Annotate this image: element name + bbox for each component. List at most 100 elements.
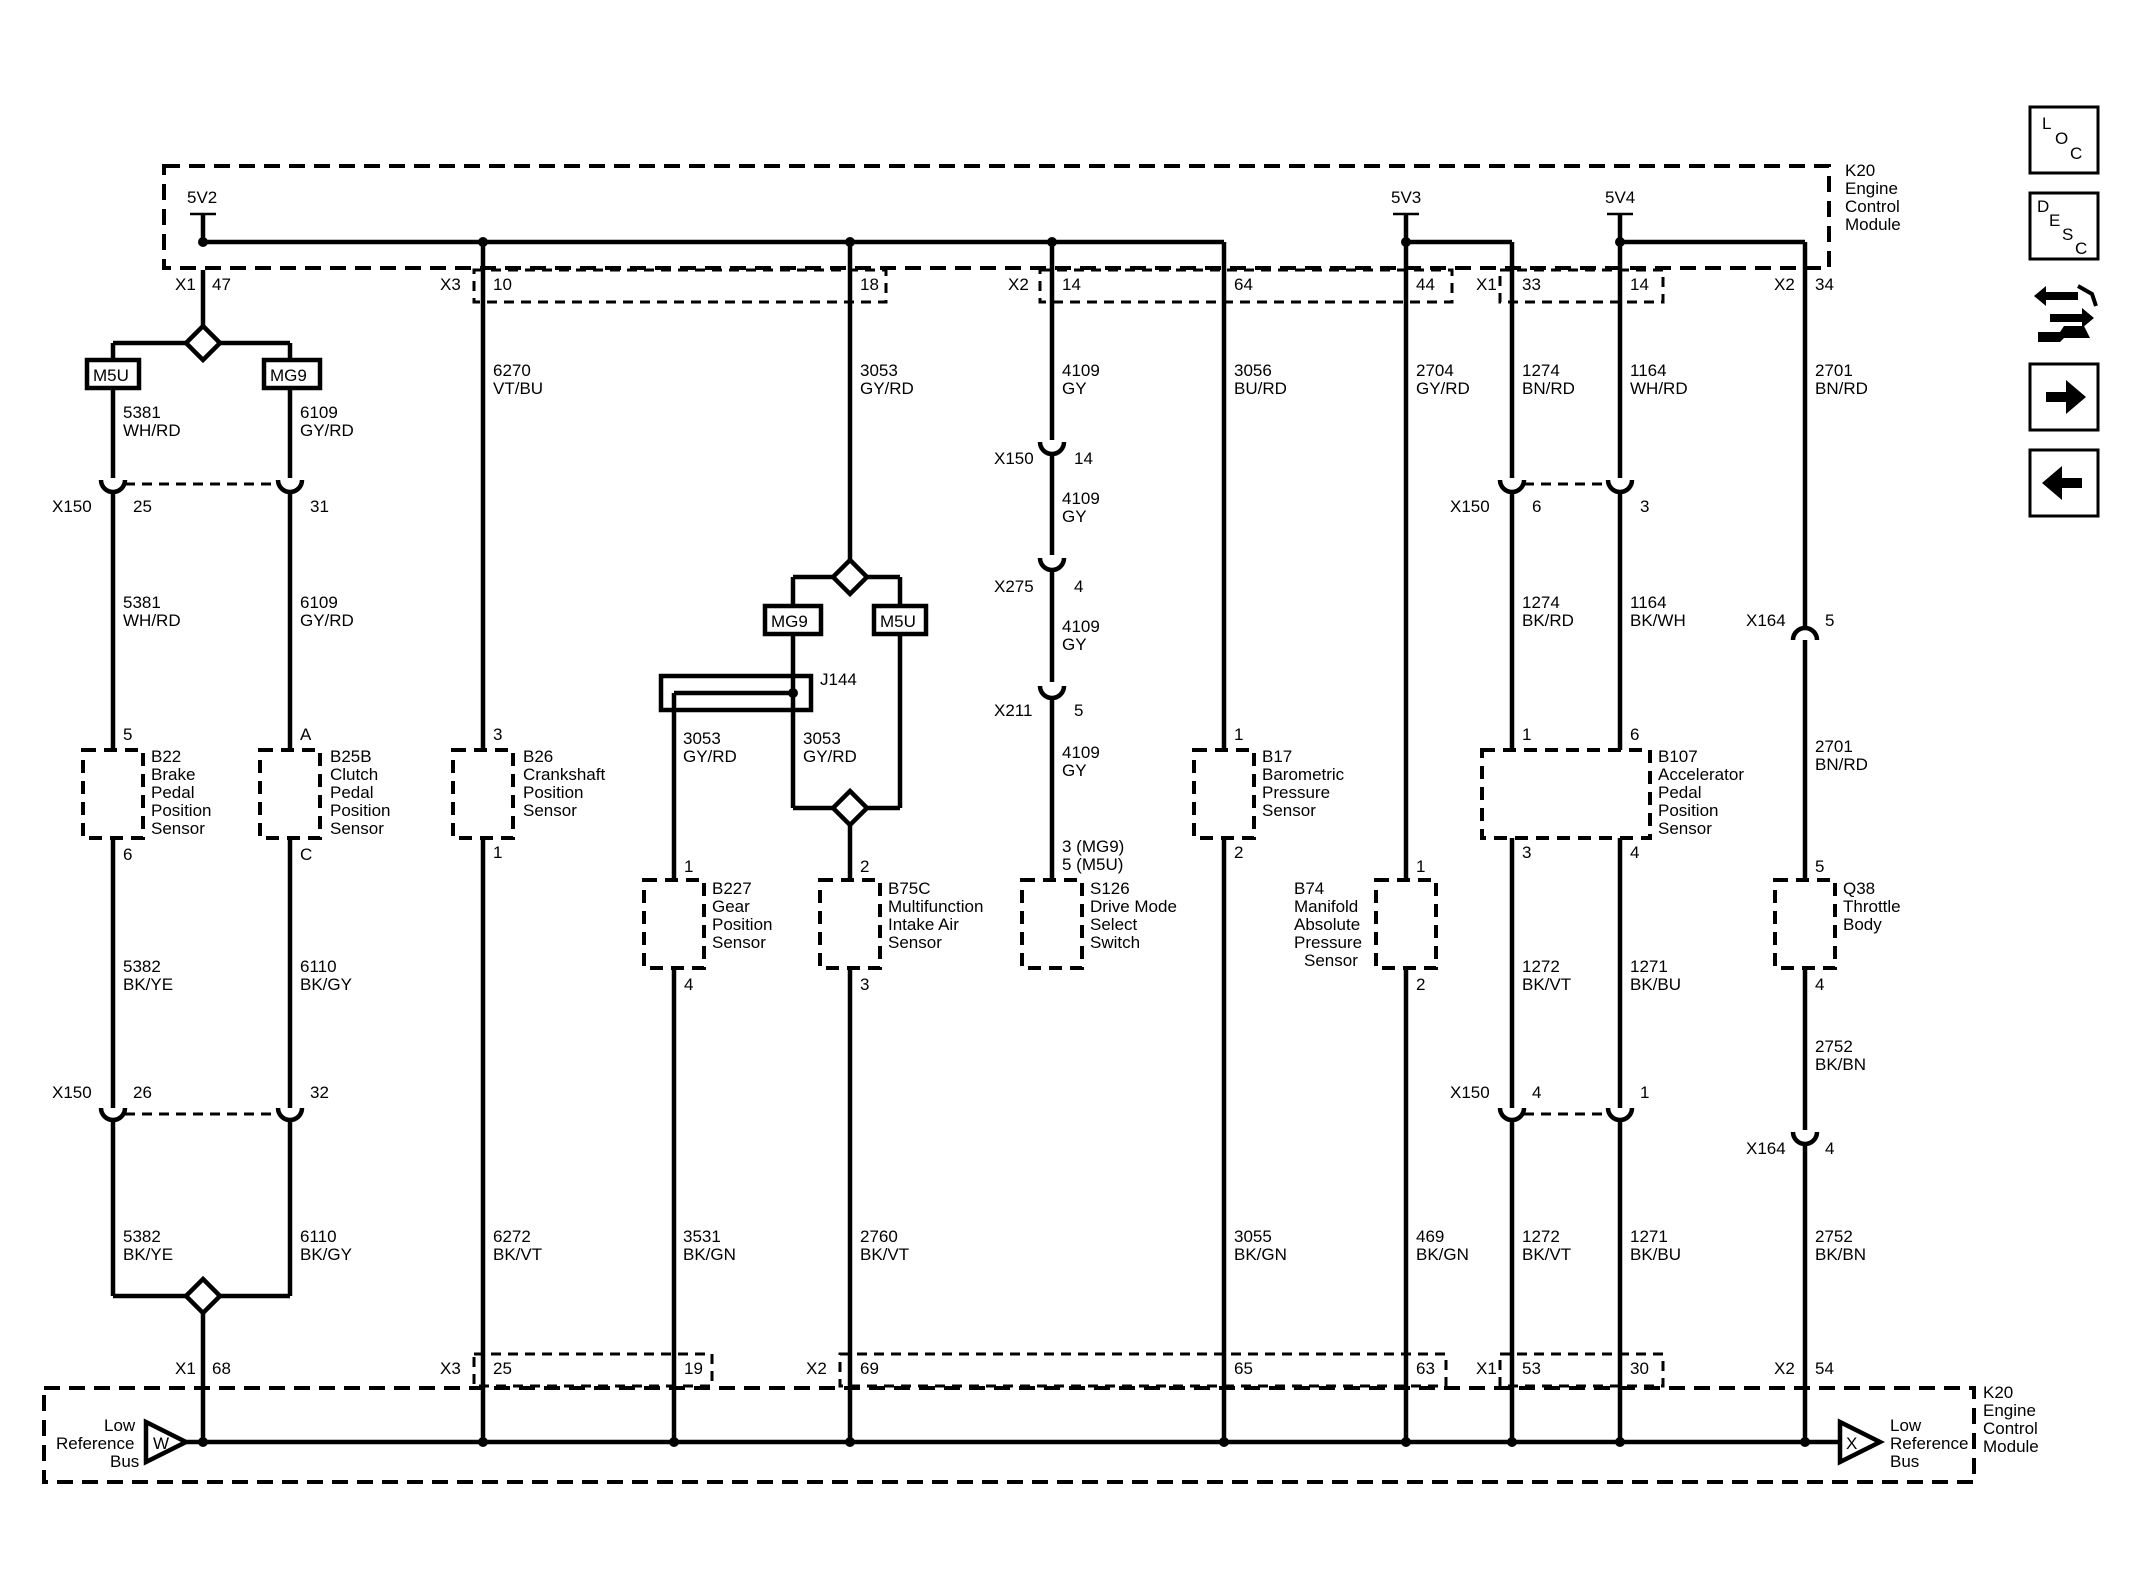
diagram-label: 25 (133, 497, 152, 516)
diagram-label: GY (1062, 761, 1087, 780)
diagram-label: 1 (1234, 725, 1243, 744)
diagram-label: 1164 (1630, 593, 1667, 612)
description-button[interactable]: D E S C (2028, 191, 2100, 261)
diagram-label: 6270 (493, 361, 531, 380)
diagram-label: BK/GN (683, 1245, 736, 1264)
top-pin-labels: X1 47 X3 10 18 X2 14 64 44 X1 33 14 X2 3… (175, 275, 1834, 294)
diagram-label: X164 (1746, 1139, 1786, 1158)
diagram-label: 1 (1416, 857, 1425, 876)
diagram-label: X3 (440, 1359, 461, 1378)
diagram-label: VT/BU (493, 379, 543, 398)
diagram-label: 32 (310, 1083, 329, 1102)
diagram-label: 3 (860, 975, 869, 994)
diagram-label: BU/RD (1234, 379, 1287, 398)
diagram-label: Body (1843, 915, 1882, 934)
diagram-label: 44 (1416, 275, 1435, 294)
diagram-label: 6110 (300, 1227, 337, 1246)
diagram-label: 2752 (1815, 1227, 1853, 1246)
diagram-label: X1 (1476, 1359, 1497, 1378)
bottom-pin-labels: X1 68 X3 25 19 X2 69 65 63 X1 53 30 X2 5… (175, 1359, 1834, 1378)
diagram-label: 31 (310, 497, 329, 516)
diagram-label: GY/RD (300, 611, 354, 630)
diagram-label: 5 (1074, 701, 1083, 720)
diagram-label: BK/BU (1630, 975, 1681, 994)
diagram-label: 1271 (1630, 1227, 1668, 1246)
diagram-label: O (2055, 129, 2068, 148)
diagram-label: 469 (1416, 1227, 1444, 1246)
diagram-label: 3055 (1234, 1227, 1272, 1246)
diagram-label: C (300, 845, 312, 864)
diagram-label: 14 (1062, 275, 1081, 294)
diagram-label: C (2075, 239, 2087, 258)
diagram-label: Sensor (523, 801, 577, 820)
diagram-label: BK/GN (1416, 1245, 1469, 1264)
diagram-label: Reference (56, 1434, 134, 1453)
diagram-label: 6109 (300, 593, 338, 612)
diagram-label: 18 (860, 275, 879, 294)
diagram-label: 34 (1815, 275, 1834, 294)
diagram-label: 1 (1640, 1083, 1649, 1102)
next-page-button[interactable] (2028, 362, 2100, 432)
diagram-label: 2701 (1815, 737, 1853, 756)
reference-5v2: 5V2 (187, 188, 1227, 270)
diagram-label: Sensor (712, 933, 766, 952)
diagram-label: Low (104, 1416, 136, 1435)
diagram-label: 19 (684, 1359, 703, 1378)
diagram-label: X1 (175, 1359, 196, 1378)
option-m5u: M5U (93, 366, 129, 385)
diagram-label: E (2049, 211, 2060, 230)
diagram-label: W (153, 1434, 169, 1453)
diagram-label: Position (712, 915, 772, 934)
diagram-label: X150 (994, 449, 1034, 468)
diagram-label: 4109 (1062, 743, 1100, 762)
diagram-label: Switch (1090, 933, 1140, 952)
connector-tool-icon[interactable] (2030, 278, 2098, 344)
diagram-label: X (1846, 1434, 1857, 1453)
location-button[interactable]: L O C (2028, 105, 2100, 175)
diagram-label: 4109 (1062, 361, 1100, 380)
diagram-label: Drive Mode (1090, 897, 1177, 916)
diagram-label: GY (1062, 635, 1087, 654)
diagram-label: 5V2 (187, 188, 217, 207)
low-reference-bus: W Low Reference Bus X Low Reference Bus (56, 1416, 1968, 1471)
diagram-label: 5 (123, 725, 132, 744)
diagram-label: 3 (MG9) (1062, 837, 1124, 856)
diagram-label: 4 (1630, 843, 1639, 862)
arrow-left-icon (2042, 466, 2082, 500)
diagram-label: X2 (1774, 275, 1795, 294)
diagram-label: X3 (440, 275, 461, 294)
diagram-label: B107 (1658, 747, 1698, 766)
diagram-label: 5381 (123, 593, 161, 612)
diagram-label: 1 (493, 843, 502, 862)
diagram-label: 3 (1522, 843, 1531, 862)
diagram-label: 3056 (1234, 361, 1272, 380)
previous-page-button[interactable] (2028, 448, 2100, 518)
diagram-label: 2760 (860, 1227, 898, 1246)
diagram-label: 3053 (803, 729, 841, 748)
diagram-label: 3531 (683, 1227, 721, 1246)
diagram-label: Position (151, 801, 211, 820)
diagram-label: 25 (493, 1359, 512, 1378)
diagram-label: 1272 (1522, 957, 1560, 976)
diagram-label: 5 (1825, 611, 1834, 630)
diagram-label: WH/RD (123, 421, 181, 440)
diagram-label: B26 (523, 747, 553, 766)
diagram-label: X164 (1746, 611, 1786, 630)
diagram-label: Brake (151, 765, 195, 784)
diagram-label: L (2042, 114, 2051, 133)
diagram-label: Q38 (1843, 879, 1875, 898)
diagram-label: X2 (1774, 1359, 1795, 1378)
module-name: K20 (1845, 161, 1875, 180)
diagram-label: Control (1983, 1419, 2038, 1438)
diagram-label: WH/RD (1630, 379, 1688, 398)
top-connector-groups (472, 268, 1665, 304)
diagram-label: 5382 (123, 957, 161, 976)
diagram-label: 6 (1532, 497, 1541, 516)
bottom-connector-groups (472, 1352, 1665, 1388)
diagram-label: Position (330, 801, 390, 820)
diagram-label: 68 (212, 1359, 231, 1378)
